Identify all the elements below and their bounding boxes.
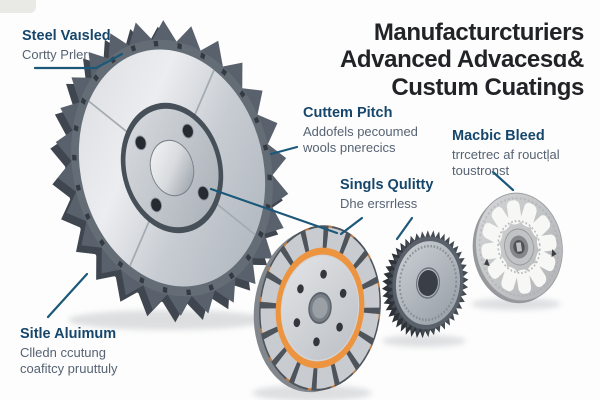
pointer-line-singls-left bbox=[339, 216, 364, 236]
callout-sitle-text-1: Clledn ccutung bbox=[20, 344, 106, 360]
callout-macbic-text-2: toustronst bbox=[452, 162, 510, 178]
callout-singls-heading: Singls Qulitty bbox=[340, 177, 434, 193]
page-title: Manufacturcturiers Advanced Advacesɑ& Cu… bbox=[340, 19, 584, 101]
pointer-line-cuttem bbox=[269, 145, 299, 156]
callout-sitle-heading: Sitle Aluimum bbox=[20, 326, 117, 342]
title-line-1: Manufacturcturiers bbox=[373, 19, 585, 46]
callout-cuttem-text-1: Addofels pecoumed bbox=[303, 123, 418, 139]
callout-cuttem: Cuttem Pitch Addofels pecoumed wools pne… bbox=[303, 105, 418, 156]
pointer-line-sitle bbox=[46, 272, 89, 319]
callout-singls-text: Dhe ersrrless bbox=[340, 195, 418, 211]
callout-lines bbox=[33, 52, 515, 319]
callout-steel-heading: Steel Vaısled bbox=[22, 28, 111, 44]
callout-cuttem-text-2: wools pnerecics bbox=[303, 139, 396, 155]
slotted-disc bbox=[472, 192, 563, 304]
title-line-3: Custum Cuatings bbox=[391, 73, 584, 101]
gear-disc bbox=[376, 226, 474, 343]
corner-artifact bbox=[0, 0, 36, 13]
title-line-2: Advanced Advacesɑ& bbox=[339, 46, 584, 74]
callout-sitle-text-2: coafitcy pruuttuly bbox=[20, 360, 118, 376]
blade-center-boss bbox=[149, 139, 195, 197]
callout-singls: Singls Qulitty Dhe ersrrless bbox=[340, 177, 433, 212]
callout-sitle: Sitle Aluimum Clledn ccutung coafitcy pr… bbox=[20, 326, 118, 377]
callout-macbic: Macbic Bleed trrcetrec af rouctļal toust… bbox=[452, 128, 560, 179]
callout-cuttem-heading: Cuttem Pitch bbox=[303, 105, 393, 121]
grinding-wheel bbox=[253, 225, 381, 393]
ground-shadows bbox=[68, 298, 561, 400]
wheel-face-holes bbox=[293, 269, 347, 347]
pointer-line-singls-right bbox=[395, 216, 414, 241]
gear-bore bbox=[418, 270, 438, 296]
callout-steel-text: Cortty Prler bbox=[22, 46, 88, 62]
pointer-line-steel bbox=[33, 52, 124, 70]
callout-steel: Steel Vaısled Cortty Prler bbox=[22, 28, 111, 63]
disc-slots bbox=[481, 200, 557, 294]
pointer-line-hub-to-wheel bbox=[209, 187, 339, 235]
pointer-line-macbic bbox=[491, 170, 515, 192]
gear-engraving-ring bbox=[398, 244, 458, 322]
blade-bolt-holes bbox=[134, 123, 210, 213]
callout-macbic-heading: Macbic Bleed bbox=[452, 128, 545, 144]
callout-macbic-text-1: trrcetrec af rouctļal bbox=[452, 146, 560, 162]
large-saw-blade bbox=[20, 0, 319, 348]
